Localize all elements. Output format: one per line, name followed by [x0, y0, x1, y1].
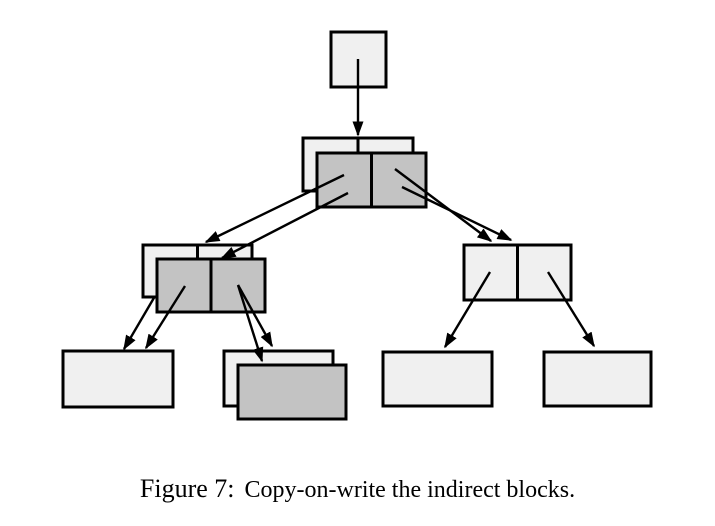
pointer-arrow-l3-left-new-to-leaf-mid-new — [236, 284, 264, 363]
leaf-mid-new — [236, 363, 348, 421]
figure-label: Figure 7: — [139, 474, 235, 503]
leaf-right-a — [381, 350, 494, 408]
copy-on-write-tree-diagram — [61, 30, 653, 421]
pointer-arrow-l2-old-to-l3-right — [394, 168, 493, 242]
leaf-far-left — [61, 349, 175, 409]
pointer-arrow-l3-left-old-to-leaf-mid-old — [236, 284, 274, 348]
figure-caption-text: Copy-on-write the indirect blocks. — [244, 477, 576, 503]
pointer-arrow-l2-new-to-l3-right — [401, 185, 513, 242]
leaf-right-b — [542, 350, 653, 408]
edges-over-layer — [144, 59, 596, 363]
pointer-arrow-l2-new-to-l3-left-new — [220, 191, 349, 260]
pointer-arrow-l3-right-to-leaf-right-b — [546, 271, 596, 348]
pointer-arrow-l2-old-to-l3-left-old — [204, 173, 345, 244]
pointer-arrow-l3-right-to-leaf-right-a — [443, 271, 492, 349]
figure-caption: Figure 7: Copy-on-write the indirect bloc… — [0, 474, 715, 504]
pointer-arrow-l3-left-new-to-leaf-far-left — [144, 285, 187, 350]
